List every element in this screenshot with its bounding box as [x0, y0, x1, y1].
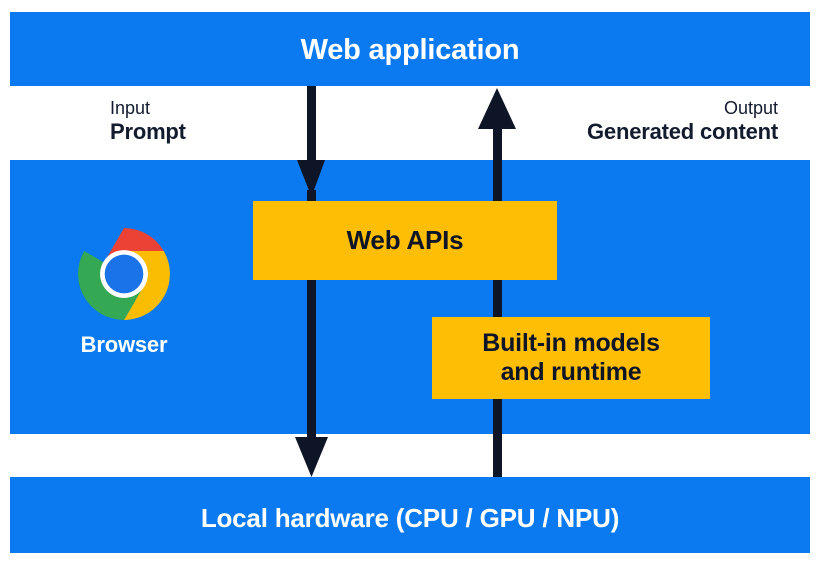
browser-label: Browser [80, 332, 168, 357]
built-in-models-box-label: Built-in models and runtime [482, 329, 660, 387]
built-in-models-box[interactable]: Built-in models and runtime [432, 317, 710, 399]
input-value-label: Prompt [110, 118, 186, 144]
web-application-title: Web application [300, 34, 520, 66]
chrome-logo-icon [78, 228, 170, 320]
output-kind-label: Output [723, 98, 778, 118]
browser-block: Browser [60, 228, 188, 358]
output-flow-arrow-up [478, 88, 516, 477]
web-apis-box[interactable]: Web APIs [253, 201, 557, 280]
input-kind-label: Input [110, 98, 151, 118]
web-apis-box-label: Web APIs [346, 225, 464, 255]
built-in-models-line-2: and runtime [500, 358, 642, 386]
band-web-application: Web application [10, 12, 810, 86]
local-hardware-title: Local hardware (CPU / GPU / NPU) [200, 503, 620, 533]
input-flow-arrow-down [295, 86, 328, 477]
output-label-group: Output Generated content [587, 99, 778, 145]
built-in-models-line-1: Built-in models [482, 329, 660, 357]
output-value-label: Generated content [587, 118, 778, 144]
band-local-hardware: Local hardware (CPU / GPU / NPU) [10, 477, 810, 553]
input-label-group: Input Prompt [110, 99, 186, 145]
